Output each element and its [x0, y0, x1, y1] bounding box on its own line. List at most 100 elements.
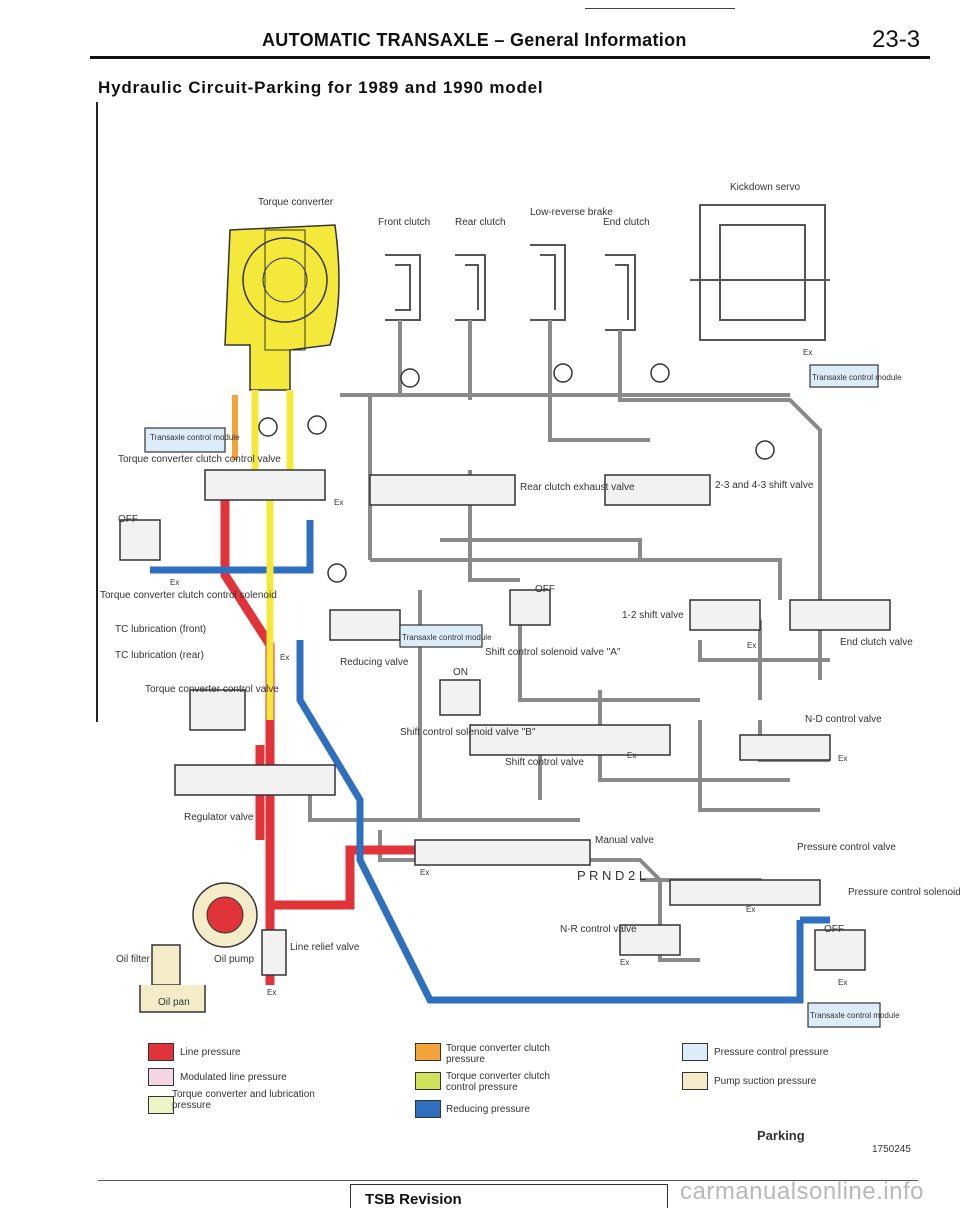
label-end-clutch: End clutch — [603, 217, 650, 228]
end-clutch-valve — [789, 599, 891, 631]
low-reverse-brake — [530, 244, 566, 321]
label-tc-clutch-control-valve: Torque converter clutch control valve — [118, 454, 281, 465]
label-tc-lubrication-front: TC lubrication (front) — [115, 624, 206, 635]
legend-swatch-tc-clutch-pressure — [415, 1043, 441, 1061]
label-off-3: OFF — [824, 924, 844, 935]
mode-label: Parking — [757, 1128, 805, 1143]
tc-control-valve — [189, 689, 246, 731]
label-ex-8: Ex — [420, 868, 429, 877]
footer-rule — [98, 1180, 918, 1181]
left-margin-bar — [96, 102, 98, 722]
legend-label-tc-clutch-pressure: Torque converter clutch pressure — [446, 1043, 550, 1065]
label-on: ON — [453, 667, 468, 678]
legend-swatch-tc-lubrication-pressure — [148, 1096, 174, 1114]
label-off-2: OFF — [535, 584, 555, 595]
page-header-title: AUTOMATIC TRANSAXLE – General Informatio… — [262, 30, 687, 50]
label-torque-converter: Torque converter — [258, 197, 334, 208]
label-tc-clutch-control-solenoid: Torque converter clutch control solenoid — [100, 590, 277, 601]
shift-control-solenoid-b — [439, 679, 481, 716]
label-ex-10: Ex — [267, 988, 276, 997]
label-rear-clutch: Rear clutch — [455, 217, 506, 228]
rear-clutch-exhaust-valve — [369, 474, 516, 506]
watermark: carmanualsonline.info — [680, 1178, 924, 1205]
torque-converter — [224, 224, 340, 391]
label-nd-control-valve: N-D control valve — [805, 714, 882, 725]
nr-control-valve — [619, 924, 681, 956]
kickdown-servo — [690, 204, 830, 341]
label-shift-valve-12: 1-2 shift valve — [622, 610, 684, 621]
label-ex-11: Ex — [620, 958, 629, 967]
label-low-reverse-brake: Low-reverse brake — [530, 207, 613, 218]
label-oil-filter: Oil filter — [116, 954, 151, 965]
label-ex-4: Ex — [803, 348, 812, 357]
legend-label-tc-lubrication-pressure: Torque converter and lubrication pressur… — [172, 1089, 315, 1111]
label-off-1: OFF — [118, 514, 138, 525]
legend-swatch-line-pressure — [148, 1043, 174, 1061]
label-shift-control-solenoid-a: Shift control solenoid valve "A" — [485, 647, 621, 658]
shift-control-solenoid-a — [509, 589, 551, 626]
label-line-relief-valve: Line relief valve — [290, 942, 360, 953]
label-pressure-control-valve: Pressure control valve — [797, 842, 896, 853]
legend-swatch-reducing-pressure — [415, 1100, 441, 1118]
label-ex-9: Ex — [746, 905, 755, 914]
check-valves — [258, 363, 775, 583]
legend-label-pressure-control-pressure: Pressure control pressure — [714, 1047, 829, 1058]
label-front-clutch: Front clutch — [378, 217, 430, 228]
manual-valve — [414, 839, 591, 866]
legend-swatch-pressure-control-pressure — [682, 1043, 708, 1061]
label-tc-lubrication-rear: TC lubrication (rear) — [115, 650, 204, 661]
label-regulator-valve: Regulator valve — [184, 812, 254, 823]
page-number: 23-3 — [872, 26, 921, 53]
label-ex-6: Ex — [627, 751, 636, 760]
oil-filter — [151, 944, 181, 986]
header-rule — [90, 56, 930, 59]
legend-label-line-pressure: Line pressure — [180, 1047, 241, 1058]
legend-label-tc-clutch-control-pressure: Torque converter clutch control pressure — [446, 1071, 550, 1093]
label-ex-5: Ex — [747, 641, 756, 650]
label-nr-control-valve: N-R control valve — [560, 924, 637, 935]
tc-clutch-control-solenoid — [119, 519, 161, 561]
nd-control-valve — [739, 734, 831, 761]
shift-valve-23-43 — [604, 474, 711, 506]
label-kickdown-servo: Kickdown servo — [730, 182, 800, 193]
section-title: Hydraulic Circuit-Parking for 1989 and 1… — [98, 78, 544, 97]
label-reducing-valve: Reducing valve — [340, 657, 409, 668]
label-ex-7: Ex — [838, 754, 847, 763]
legend-label-pump-suction-pressure: Pump suction pressure — [714, 1076, 817, 1087]
top-rule — [585, 8, 735, 9]
torque-converter-pressure-path — [251, 390, 294, 720]
label-tcm-3: Transaxle control module — [402, 633, 492, 642]
label-tcm-2: Transaxle control module — [812, 373, 902, 382]
pressure-control-valve — [669, 879, 821, 906]
label-rear-clutch-exhaust-valve: Rear clutch exhaust valve — [520, 482, 635, 493]
tc-clutch-control-valve — [204, 469, 326, 501]
label-ex-12: Ex — [838, 978, 847, 987]
label-tc-control-valve: Torque converter control valve — [145, 684, 279, 695]
oil-pump — [192, 882, 258, 948]
legend-label-reducing-pressure: Reducing pressure — [446, 1104, 530, 1115]
label-tcm-4: Transaxle control module — [810, 1011, 900, 1020]
label-shift-valve-23-43: 2-3 and 4-3 shift valve — [715, 480, 814, 491]
oil-pan — [139, 985, 206, 1013]
label-tcm-1: Transaxle control module — [150, 433, 240, 442]
tcm-box — [144, 364, 881, 1028]
legend-swatch-modulated-line-pressure — [148, 1068, 174, 1086]
label-end-clutch-valve: End clutch valve — [840, 637, 913, 648]
legend-swatch-tc-clutch-control-pressure — [415, 1072, 441, 1090]
pressure-control-solenoid — [814, 929, 866, 971]
front-clutch — [385, 254, 421, 321]
label-oil-pump: Oil pump — [214, 954, 254, 965]
label-ex-2: Ex — [170, 578, 179, 587]
legend-swatch-pump-suction-pressure — [682, 1072, 708, 1090]
reducing-valve — [329, 609, 401, 641]
label-pressure-control-solenoid: Pressure control solenoid valve — [848, 887, 960, 898]
label-ex-1: Ex — [334, 498, 343, 507]
legend-label-modulated-line-pressure: Modulated line pressure — [180, 1072, 287, 1083]
label-shift-control-solenoid-b: Shift control solenoid valve "B" — [400, 727, 536, 738]
regulator-valve — [174, 764, 336, 796]
label-shift-control-valve: Shift control valve — [505, 757, 584, 768]
shift-control-valve — [469, 724, 671, 756]
figure-number: 1750245 — [872, 1144, 911, 1155]
label-ex-3: Ex — [280, 653, 289, 662]
